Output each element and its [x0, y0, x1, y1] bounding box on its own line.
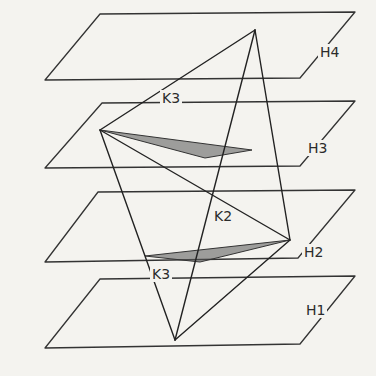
plane-label: H4: [318, 44, 341, 60]
plane-label: H1: [304, 302, 327, 318]
plane-h4: [45, 12, 355, 80]
plane-h1: [45, 276, 355, 348]
plane-h2: [45, 190, 355, 262]
plane-label: H2: [302, 244, 325, 260]
plane-h3: [45, 101, 355, 168]
tetrahedron-edges: [100, 30, 290, 340]
face-label: K3: [160, 90, 182, 106]
cross-sections: [100, 130, 290, 262]
face-label: K3: [150, 266, 172, 282]
plane-label: H3: [306, 140, 329, 156]
face-label: K2: [212, 208, 234, 224]
